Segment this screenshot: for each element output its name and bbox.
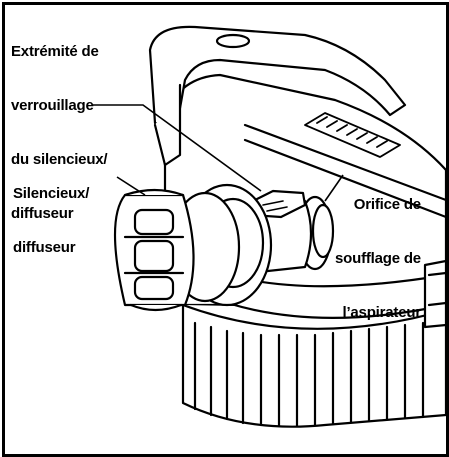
- label-lock-end-line-2: verrouillage: [11, 97, 94, 114]
- leader-lines: [93, 104, 344, 202]
- label-lock-end: Extrémité de verrouillage du silencieux/…: [11, 7, 108, 259]
- carry-handle: [148, 25, 407, 167]
- vent-slots: [304, 112, 401, 158]
- side-latch: [423, 259, 446, 329]
- label-blower-port-line-1: Orifice de: [353, 196, 421, 213]
- vacuum-illustration: [93, 25, 446, 428]
- leader-blower-port: [324, 174, 344, 202]
- leader-muffler: [116, 176, 146, 196]
- label-lock-end-line-1: Extrémité de: [11, 43, 99, 60]
- label-lock-end-line-4: diffuseur: [11, 205, 74, 222]
- label-muffler-line-2: diffuseur: [13, 239, 76, 256]
- label-blower-port: Orifice de soufflage de l’aspirateur: [335, 160, 421, 358]
- label-muffler: Silencieux/ diffuseur: [13, 149, 89, 293]
- label-blower-port-line-3: l’aspirateur: [342, 304, 421, 321]
- label-muffler-line-1: Silencieux/: [13, 185, 90, 202]
- label-lock-end-line-3: du silencieux/: [11, 151, 108, 168]
- leader-lock-end: [93, 104, 262, 192]
- muffler-cage: [113, 188, 195, 312]
- label-blower-port-line-2: soufflage de: [335, 250, 421, 267]
